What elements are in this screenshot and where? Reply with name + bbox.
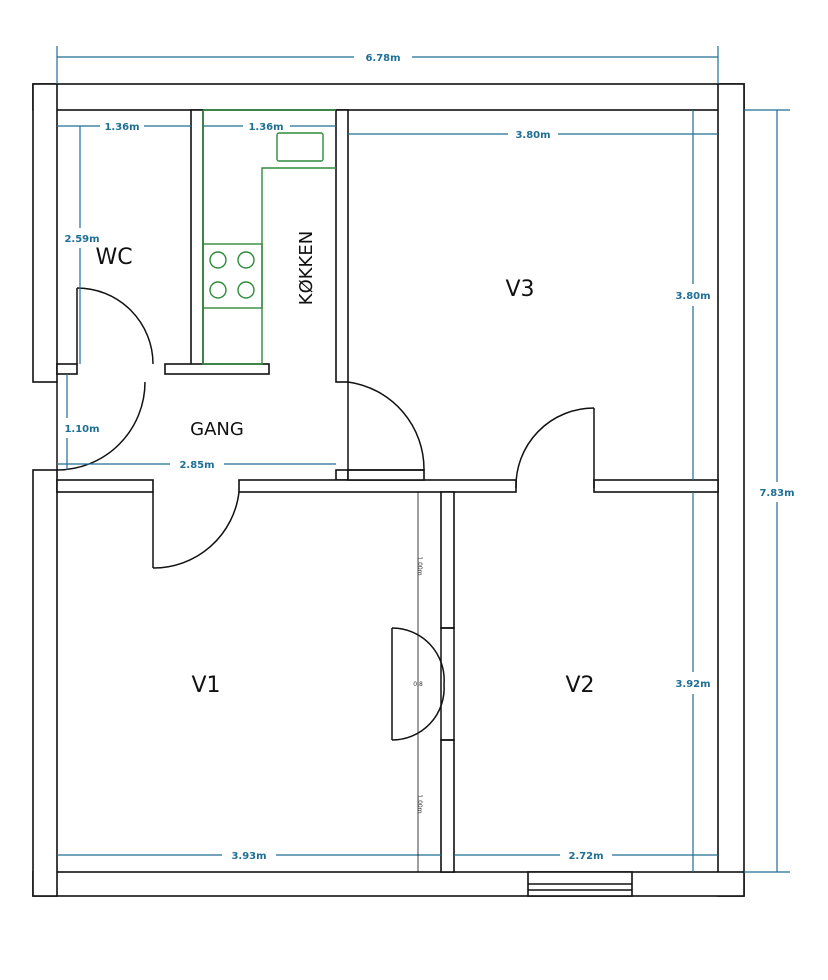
doors [56, 287, 595, 741]
wall-wc-kitchen [190, 109, 204, 367]
dim-overall-width: 6.78m [365, 53, 400, 64]
room-label-kitchen: KØKKEN [296, 231, 317, 305]
burner-icon [237, 281, 255, 299]
dimension-labels: 6.78m 1.36m 1.36m 3.80m 3.80m 7.83m 2.59… [64, 53, 794, 862]
room-label-wc: WC [95, 245, 132, 270]
dim-v1-side-top: 1.00m [416, 556, 423, 575]
wall-kitchen-v3 [335, 109, 349, 383]
wall-hall-v3-lower [335, 469, 349, 481]
room-labels: WC KØKKEN GANG V3 V1 V2 [95, 231, 594, 698]
room-label-hall: GANG [190, 419, 244, 440]
door-entrance [56, 381, 146, 471]
dim-hall-height: 1.10m [64, 424, 99, 435]
wall-mid-center [238, 479, 517, 493]
dimension-lines [56, 46, 790, 873]
interior-walls [56, 109, 719, 873]
room-label-v1: V1 [191, 673, 220, 698]
wall-wc-bottom-right [164, 363, 270, 375]
dim-v1-width: 3.93m [231, 851, 266, 862]
outer-wall-top [32, 83, 745, 111]
wall-v1-v2-upper [440, 491, 455, 629]
wall-wc-bottom [56, 363, 78, 375]
door-v1 [152, 491, 240, 569]
burner-icon [209, 281, 227, 299]
burner-icon [209, 251, 227, 269]
door-double-v1-v2 [391, 627, 455, 741]
window-bottom [527, 871, 633, 897]
wall-mid-right [593, 479, 719, 493]
room-label-v2: V2 [565, 673, 594, 698]
dim-v3-height: 3.80m [675, 291, 710, 302]
dim-v2-height: 3.92m [675, 679, 710, 690]
wall-v3-bottom-left [347, 469, 425, 481]
dim-hall-width: 2.85m [179, 460, 214, 471]
dim-door-mid: 0.8 [413, 681, 423, 688]
dim-kitchen-width: 1.36m [248, 122, 283, 133]
dim-wc-height: 2.59m [64, 234, 99, 245]
stove [202, 243, 263, 309]
door-v3-hall [347, 381, 425, 471]
dim-v1-side-bottom: 1.00m [416, 794, 423, 813]
dim-v2-width: 2.72m [568, 851, 603, 862]
dim-wc-width: 1.36m [104, 122, 139, 133]
burner-icon [237, 251, 255, 269]
door-wc [76, 287, 154, 365]
outer-wall-right [717, 83, 745, 897]
wall-mid-left [56, 479, 154, 493]
kitchen-sink [276, 132, 324, 162]
wall-v1-v2-lower [440, 739, 455, 873]
door-v3-lower [515, 407, 595, 489]
dim-overall-height: 7.83m [759, 488, 794, 499]
kitchen-fixtures [202, 109, 336, 365]
room-label-v3: V3 [505, 277, 534, 302]
outer-wall-bottom [32, 871, 745, 897]
dim-v3-width: 3.80m [515, 130, 550, 141]
outer-wall-left-upper [32, 83, 58, 383]
outer-wall-left-lower [32, 469, 58, 897]
